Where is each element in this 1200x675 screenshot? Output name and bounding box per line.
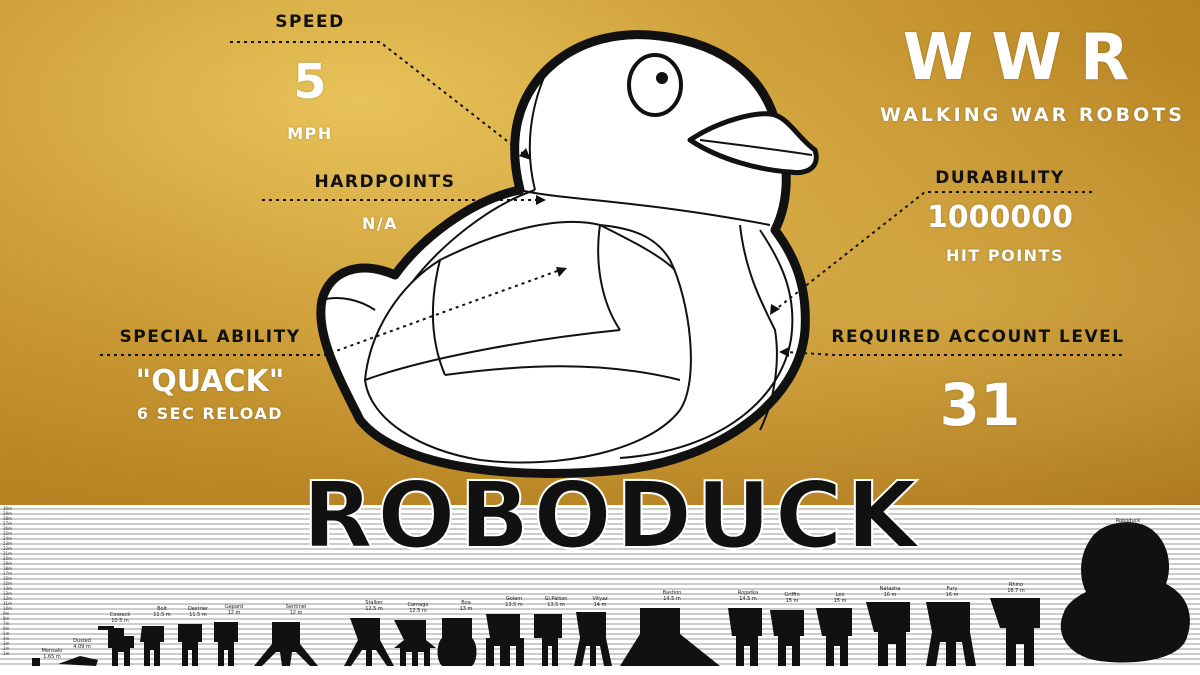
durability-value: 1000000 — [926, 200, 1074, 235]
robot-dusted — [58, 656, 98, 666]
height-scale-panel — [0, 505, 1200, 675]
scale-tick-label: 22m — [3, 546, 12, 551]
robot-sentinel — [254, 622, 318, 666]
robot-golem — [486, 614, 524, 666]
brand-logo: WWR — [902, 21, 1148, 95]
robot-griffin — [770, 610, 804, 666]
scale-tick-label: 12m — [3, 596, 12, 601]
robot-rhino — [990, 598, 1040, 666]
robot-boa — [437, 618, 477, 666]
scale-tick-label: 24m — [3, 536, 12, 541]
callout-lines — [100, 41, 1122, 356]
scale-tick-label: 9m — [3, 611, 10, 616]
scale-tick-label: 14m — [3, 586, 12, 591]
scale-tick-label: 30m — [3, 506, 12, 511]
scale-tick-label: 28m — [3, 516, 12, 521]
scale-tick-label: 10m — [3, 606, 12, 611]
scale-tick-label: 16m — [3, 576, 12, 581]
robot-mensalo — [32, 658, 40, 666]
speed-value: 5 — [293, 54, 327, 110]
robot-stalker — [344, 618, 394, 666]
robot-roboduck-silhouette — [1060, 522, 1190, 663]
duck-eye — [627, 53, 683, 117]
durability-label: DURABILITY — [935, 168, 1065, 188]
robot-destrier — [178, 624, 202, 666]
scale-tick-label: 3m — [3, 641, 10, 646]
hardpoints-label: HARDPOINTS — [314, 172, 456, 192]
account-level-label: REQUIRED ACCOUNT LEVEL — [831, 327, 1125, 347]
robot-vityaz — [574, 612, 612, 666]
robot-silhouettes — [32, 522, 1190, 666]
brand-name: WALKING WAR ROBOTS — [880, 104, 1185, 126]
robot-cossack — [98, 626, 134, 666]
durability-unit: HIT POINTS — [946, 246, 1064, 265]
scale-tick-label: 1m — [3, 651, 10, 656]
scale-tick-label: 20m — [3, 556, 12, 561]
robot-gepard — [214, 622, 238, 666]
scale-tick-label: 7m — [3, 621, 10, 626]
robot-leo — [816, 608, 852, 666]
robot-glpatton — [534, 614, 562, 666]
special-ability-reload: 6 SEC RELOAD — [136, 404, 284, 423]
scale-tick-label: 27m — [3, 521, 12, 526]
special-ability-label: SPECIAL ABILITY — [119, 327, 301, 347]
robot-bastion — [620, 608, 720, 666]
robot-fury — [926, 602, 976, 666]
scale-tick-label: 15m — [3, 581, 12, 586]
special-ability-value: "QUACK" — [135, 364, 285, 399]
scale-tick-label: 11m — [3, 601, 12, 606]
scale-tick-label: 23m — [3, 541, 12, 546]
hardpoints-value: N/A — [361, 214, 399, 233]
robot-rogatka — [728, 608, 762, 666]
scale-tick-label: 8m — [3, 616, 10, 621]
scale-tick-label: 5m — [3, 631, 10, 636]
speed-unit: MPH — [287, 124, 333, 143]
robot-natasha — [866, 602, 910, 666]
duck-beak — [687, 111, 819, 176]
robot-bolt — [140, 626, 164, 666]
scale-tick-label: 6m — [3, 626, 10, 631]
scale-tick-label: 26m — [3, 526, 12, 531]
scale-tick-label: 19m — [3, 561, 12, 566]
scale-tick-label: 18m — [3, 566, 12, 571]
speed-label: SPEED — [275, 12, 345, 32]
scale-tick-label: 17m — [3, 571, 12, 576]
scale-tick-label: 4m — [3, 636, 10, 641]
account-level-value: 31 — [939, 371, 1021, 439]
callout-arrowheads — [519, 148, 789, 357]
scale-tick-label: 13m — [3, 591, 12, 596]
scale-tick-label: 21m — [3, 551, 12, 556]
scale-tick-label: 2m — [3, 646, 10, 651]
scale-tick-label: 29m — [3, 511, 12, 516]
page-title: ROBODUCK — [301, 462, 922, 569]
robot-carnage — [394, 620, 436, 666]
scale-tick-label: 25m — [3, 531, 12, 536]
